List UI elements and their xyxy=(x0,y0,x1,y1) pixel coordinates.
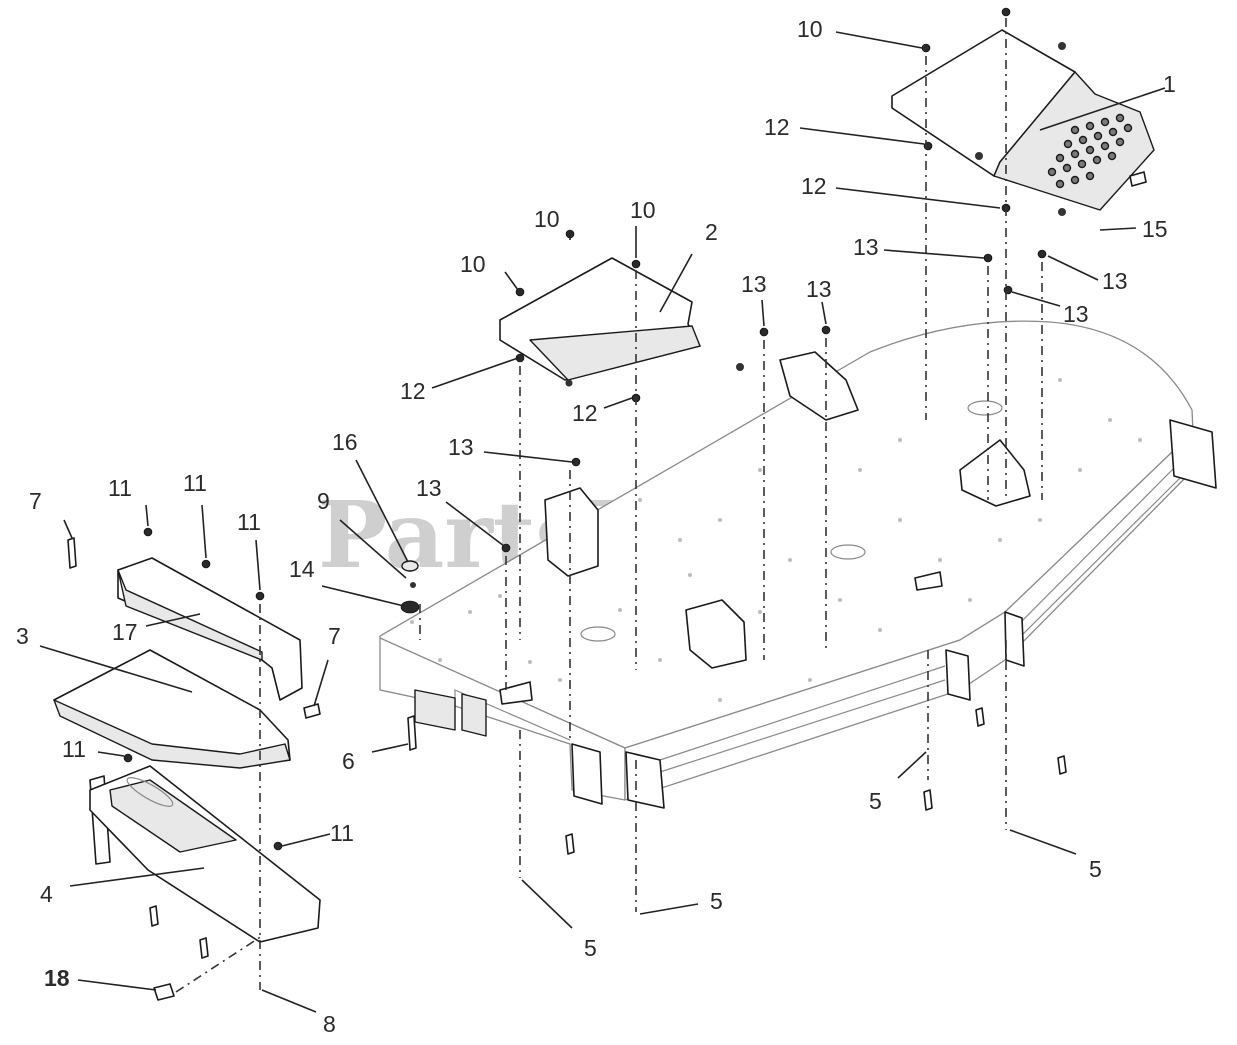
callout-5-center: 5 xyxy=(710,888,723,914)
callout-5-rail: 5 xyxy=(869,788,882,814)
part-4-bracket xyxy=(89,765,321,943)
callout-10-c: 10 xyxy=(460,251,486,277)
callout-16: 16 xyxy=(332,429,358,455)
callout-11-c: 11 xyxy=(237,509,261,535)
callout-12-a: 12 xyxy=(764,114,790,140)
callout-11-b: 11 xyxy=(183,470,207,496)
callout-2: 2 xyxy=(705,219,718,245)
callout-8: 8 xyxy=(323,1011,336,1037)
callout-11-a: 11 xyxy=(108,475,132,501)
callout-18: 18 xyxy=(44,965,70,991)
callout-13-c: 13 xyxy=(1063,301,1089,327)
callout-11-e: 11 xyxy=(330,820,354,846)
callout-labels: 1 2 3 4 5 5 5 5 6 7 7 8 9 10 10 10 10 11… xyxy=(16,16,1176,1037)
callout-11-d: 11 xyxy=(62,736,86,762)
callout-13-g: 13 xyxy=(416,475,442,501)
callout-15: 15 xyxy=(1142,216,1168,242)
callout-14: 14 xyxy=(289,556,315,582)
mower-deck xyxy=(379,320,1217,809)
callout-12-b: 12 xyxy=(801,173,827,199)
callout-12-c: 12 xyxy=(400,378,426,404)
callout-10-b: 10 xyxy=(630,197,656,223)
callout-1: 1 xyxy=(1163,71,1176,97)
callout-13-e: 13 xyxy=(806,276,832,302)
callout-9: 9 xyxy=(317,488,330,514)
part-17-bracket xyxy=(117,557,303,701)
callout-13-f: 13 xyxy=(448,434,474,460)
callout-13-d: 13 xyxy=(741,271,767,297)
callout-10-top: 10 xyxy=(797,16,823,42)
callout-13-a: 13 xyxy=(853,234,879,260)
callout-5-front: 5 xyxy=(584,935,597,961)
callout-7-right: 7 xyxy=(328,623,341,649)
hardware xyxy=(67,7,1067,1001)
callout-10-a: 10 xyxy=(534,206,560,232)
callout-6: 6 xyxy=(342,748,355,774)
assembly-axes xyxy=(175,18,1043,993)
callout-5-right: 5 xyxy=(1089,856,1102,882)
callout-3: 3 xyxy=(16,623,29,649)
callout-4: 4 xyxy=(40,881,53,907)
callout-17: 17 xyxy=(112,619,138,645)
callout-13-b: 13 xyxy=(1102,268,1128,294)
part-3-chute xyxy=(53,649,291,769)
callout-7-left: 7 xyxy=(29,488,42,514)
leader-lines xyxy=(39,31,1166,1013)
part-1-discharge-shield xyxy=(891,29,1155,216)
part-2-cover xyxy=(499,257,744,387)
callout-12-d: 12 xyxy=(572,400,598,426)
